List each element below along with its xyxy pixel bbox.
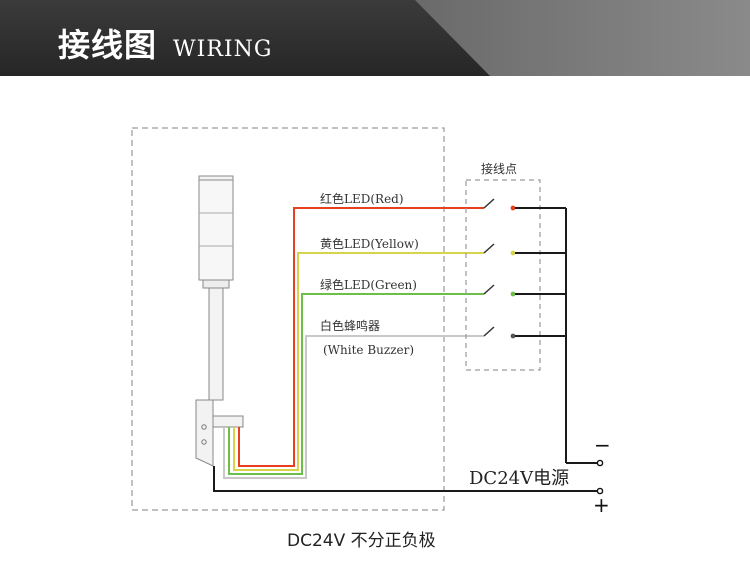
banner-background [0, 0, 750, 76]
wire-green [228, 293, 484, 475]
label-red-led: 红色LED(Red) [320, 191, 404, 206]
wiring-diagram: 红色LED(Red) 黄色LED(Yellow) 绿色LED(Green) 白色… [131, 127, 611, 551]
switch-green [483, 284, 516, 297]
tower-pole [208, 287, 224, 401]
title-chinese: 接线图 [58, 26, 158, 64]
wire-common [213, 466, 599, 492]
minus-sign: − [594, 433, 611, 457]
wire-red [238, 207, 484, 467]
wire-yellow [233, 252, 484, 471]
terminal-box [465, 179, 541, 371]
minus-terminal [596, 459, 604, 467]
device-boundary [131, 127, 445, 511]
tower-connector [212, 415, 244, 428]
title-english: WIRING [173, 37, 273, 62]
tower-collar [202, 279, 230, 289]
label-buzzer-cn: 白色蜂鸣器 [320, 318, 380, 333]
power-supply-label: DC24V电源 [469, 468, 569, 489]
switch-yellow [483, 243, 516, 256]
tower-light [195, 175, 244, 467]
label-green-led: 绿色LED(Green) [320, 277, 417, 292]
tower-bracket [195, 399, 214, 467]
plus-sign: + [593, 493, 610, 517]
page-title: 接线图 WIRING [58, 20, 273, 64]
plus-terminal [596, 487, 604, 495]
polarity-caption: DC24V 不分正负极 [287, 531, 436, 551]
switch-red [483, 198, 516, 211]
tower-lamp-body [198, 179, 234, 281]
bus-wires [515, 207, 599, 464]
switch-buzzer [483, 326, 516, 339]
label-buzzer-en: (White Buzzer) [323, 343, 414, 357]
tower-cap [198, 175, 234, 181]
label-yellow-led: 黄色LED(Yellow) [320, 237, 419, 251]
header-banner: 接线图 WIRING [0, 0, 750, 76]
terminal-label: 接线点 [481, 161, 517, 176]
wire-white [223, 335, 484, 479]
